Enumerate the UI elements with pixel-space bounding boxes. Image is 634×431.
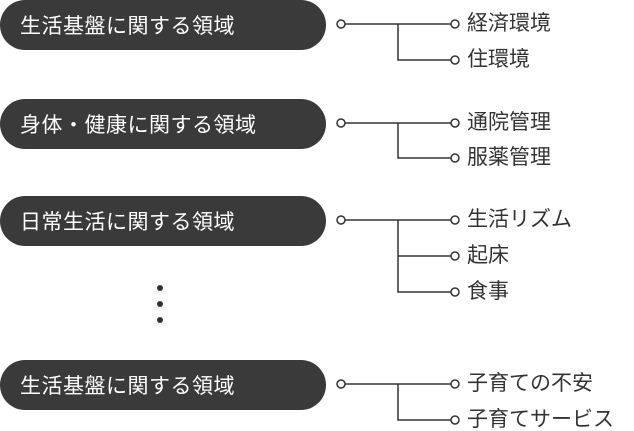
connector-dot (336, 379, 346, 389)
domain-label: 身体・健康に関する領域 (20, 113, 257, 137)
domain-pill: 生活基盤に関する領域 (0, 0, 326, 50)
connector-dot (450, 379, 460, 389)
connector-dot (336, 19, 346, 29)
item-label: 子育てサービス (467, 407, 614, 431)
connector-dot (450, 415, 460, 425)
ellipsis-dot (157, 285, 163, 291)
item-label: 服薬管理 (467, 145, 551, 169)
domain-pill: 日常生活に関する領域 (0, 196, 326, 246)
connector-dot (450, 215, 460, 225)
item-label: 生活リズム (467, 207, 572, 231)
ellipsis-dot (157, 301, 163, 307)
item-label: 住環境 (467, 47, 530, 71)
item-label: 起床 (467, 243, 509, 267)
connector-dot (450, 19, 460, 29)
item-label: 経済環境 (467, 11, 551, 35)
domain-label: 生活基盤に関する領域 (20, 374, 235, 398)
item-label: 通院管理 (467, 110, 551, 134)
ellipsis-dot (157, 317, 163, 323)
connector-dot (336, 215, 346, 225)
connector-dot (450, 118, 460, 128)
domain-pill: 生活基盤に関する領域 (0, 360, 326, 410)
connector-dot (336, 118, 346, 128)
domain-label: 生活基盤に関する領域 (20, 14, 235, 38)
connector-dot (450, 153, 460, 163)
connector-dot (450, 287, 460, 297)
item-label: 子育ての不安 (467, 371, 593, 395)
domain-pill: 身体・健康に関する領域 (0, 99, 326, 149)
connector-dot (450, 251, 460, 261)
domain-label: 日常生活に関する領域 (20, 210, 235, 234)
connector-dot (450, 55, 460, 65)
item-label: 食事 (467, 279, 509, 303)
